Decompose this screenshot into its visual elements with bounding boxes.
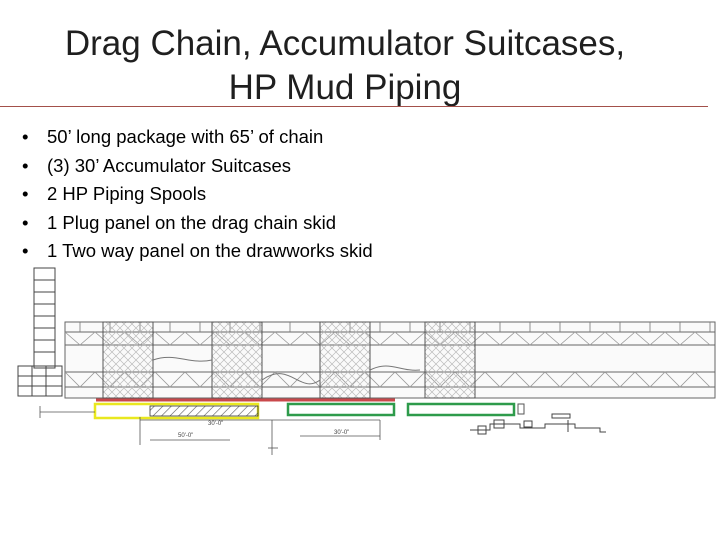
- panel-marker: [517, 403, 525, 415]
- dimension-label-a: 50'-0": [178, 433, 193, 439]
- title-divider: [0, 106, 708, 107]
- bullet-dot-icon: •: [22, 126, 29, 147]
- truss-structure: [64, 321, 716, 399]
- slide-title: Drag Chain, Accumulator Suitcases, HP Mu…: [0, 22, 690, 110]
- bullet-dot-icon: •: [22, 154, 29, 176]
- hatched-skid: [149, 405, 259, 417]
- rig-engineering-drawing: 50'-0" 30'-0" 30'-0": [17, 267, 716, 455]
- bullet-text: 2 HP Piping Spools: [47, 183, 207, 205]
- bullet-text: 1 Two way panel on the drawworks skid: [47, 240, 373, 262]
- bullet-list: • 50’ long package with 65’ of chain • (3)…: [22, 123, 373, 266]
- piping-detail: [470, 413, 606, 435]
- accumulator-suitcases: [102, 321, 476, 399]
- bullet-item: • 1 Plug panel on the drag chain skid: [22, 209, 373, 238]
- dimension-label-c: 30'-0": [334, 430, 349, 436]
- dimension-label-b: 30'-0": [208, 421, 223, 427]
- bullet-text: 1 Plug panel on the drag chain skid: [47, 211, 337, 233]
- bullet-item: • 1 Two way panel on the drawworks skid: [22, 237, 373, 266]
- bullet-text: 50’ long package with 65’ of chain: [47, 126, 324, 147]
- bullet-dot-icon: •: [22, 183, 29, 205]
- hp-piping-spool-2: [406, 402, 516, 417]
- bullet-dot-icon: •: [22, 240, 29, 262]
- bullet-dot-icon: •: [22, 211, 29, 233]
- bullet-item: • 50’ long package with 65’ of chain: [22, 123, 373, 152]
- slide-title-line-1: Drag Chain, Accumulator Suitcases,: [64, 24, 626, 63]
- stacked-containers: [17, 267, 63, 397]
- dimension-lines: [39, 406, 381, 455]
- bullet-text: (3) 30’ Accumulator Suitcases: [47, 154, 292, 176]
- bullet-item: • 2 HP Piping Spools: [22, 180, 373, 209]
- piping-lines: [152, 356, 421, 385]
- slide-title-line-2: HP Mud Piping: [228, 68, 462, 107]
- hp-piping-spool-1: [286, 402, 396, 417]
- bullet-item: • (3) 30’ Accumulator Suitcases: [22, 152, 373, 181]
